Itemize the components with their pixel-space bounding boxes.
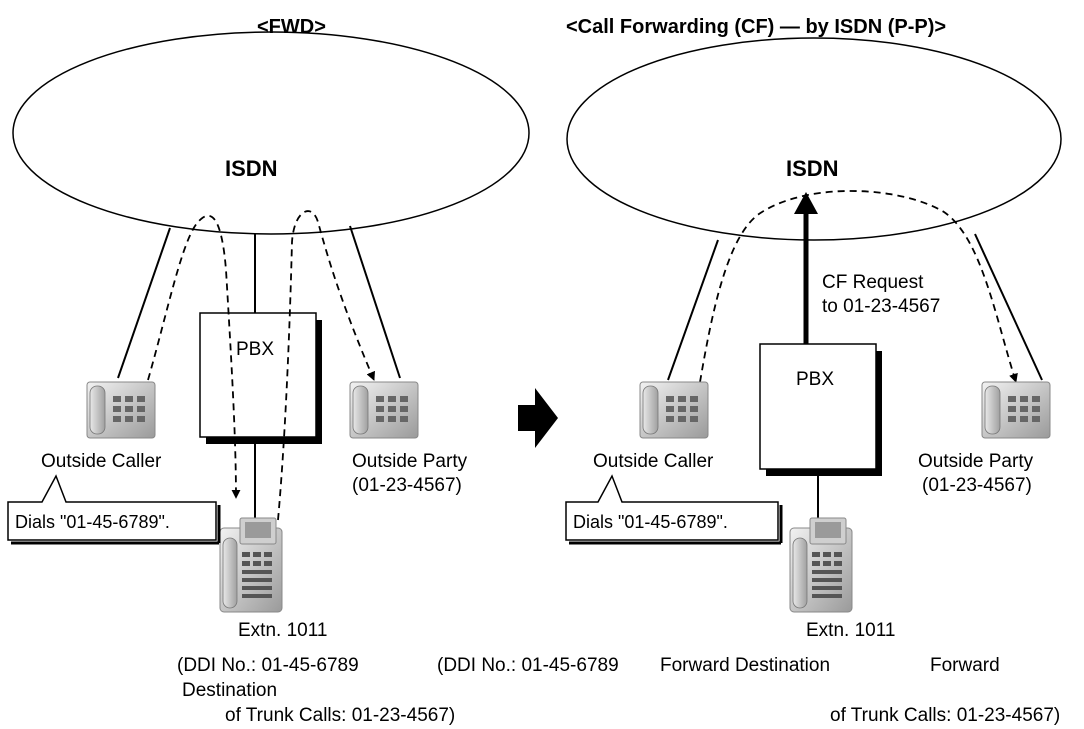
right-party-label-line2: (01-23-4567) [922, 475, 1032, 496]
desk-telephone-icon [981, 381, 1051, 439]
pbx-box-left [199, 312, 317, 438]
right-destination-line2: of Trunk Calls: 01-23-4567) [830, 705, 1061, 726]
right-pbx-label: PBX [796, 369, 835, 390]
right-forward-destination-text: Forward Destination [660, 655, 831, 676]
cf-request-line2: to 01-23-4567 [822, 296, 941, 317]
left-party-label-line1: Outside Party [352, 451, 468, 472]
trunk-line-party-left [349, 225, 401, 379]
cf-request-arrowhead [794, 192, 818, 214]
left-ddi-text: (DDI No.: 01-45-6789 [177, 655, 359, 676]
trunk-line-party-right [974, 233, 1043, 381]
trunk-line-caller-right [667, 239, 719, 381]
right-isdn-label: ISDN [786, 156, 839, 181]
left-destination-line2: of Trunk Calls: 01-23-4567) [225, 705, 456, 726]
multi-line-telephone-icon [219, 517, 283, 613]
right-party-label-line1: Outside Party [918, 451, 1034, 472]
pbx-box-right [759, 343, 877, 470]
desk-telephone-icon [639, 381, 709, 439]
left-pbx-label: PBX [236, 339, 275, 360]
left-isdn-label: ISDN [225, 156, 278, 181]
call-path-forward-right [699, 190, 1018, 383]
right-caller-label: Outside Caller [593, 451, 714, 472]
right-extension-label: Extn. 1011 [806, 620, 896, 641]
trunk-line-caller-left [117, 227, 171, 379]
speech-bubble-left [7, 474, 217, 541]
left-diagram-title: <FWD> [257, 16, 326, 38]
right-forward-text: Forward [930, 655, 1000, 676]
right-ddi-text: (DDI No.: 01-45-6789 [437, 655, 619, 676]
left-party-label-line2: (01-23-4567) [352, 475, 462, 496]
left-destination-line1: Destination [182, 680, 278, 701]
desk-telephone-icon [349, 381, 419, 439]
left-caller-label: Outside Caller [41, 451, 162, 472]
right-arrow-icon [518, 388, 558, 448]
left-bubble-text: Dials "01-45-6789". [15, 512, 170, 532]
isdn-cloud-right [566, 37, 1062, 241]
call-path-incoming-left [147, 214, 241, 499]
call-path-forward-left [277, 210, 375, 521]
right-diagram-title: <Call Forwarding (CF) — by ISDN (P-P)> [566, 16, 947, 38]
right-bubble-text: Dials "01-45-6789". [573, 512, 728, 532]
cf-request-line1: CF Request [822, 272, 924, 293]
speech-bubble-right [565, 474, 779, 541]
isdn-cloud-left [12, 31, 530, 235]
left-extension-label: Extn. 1011 [238, 620, 328, 641]
desk-telephone-icon [86, 381, 156, 439]
multi-line-telephone-icon [789, 517, 853, 613]
